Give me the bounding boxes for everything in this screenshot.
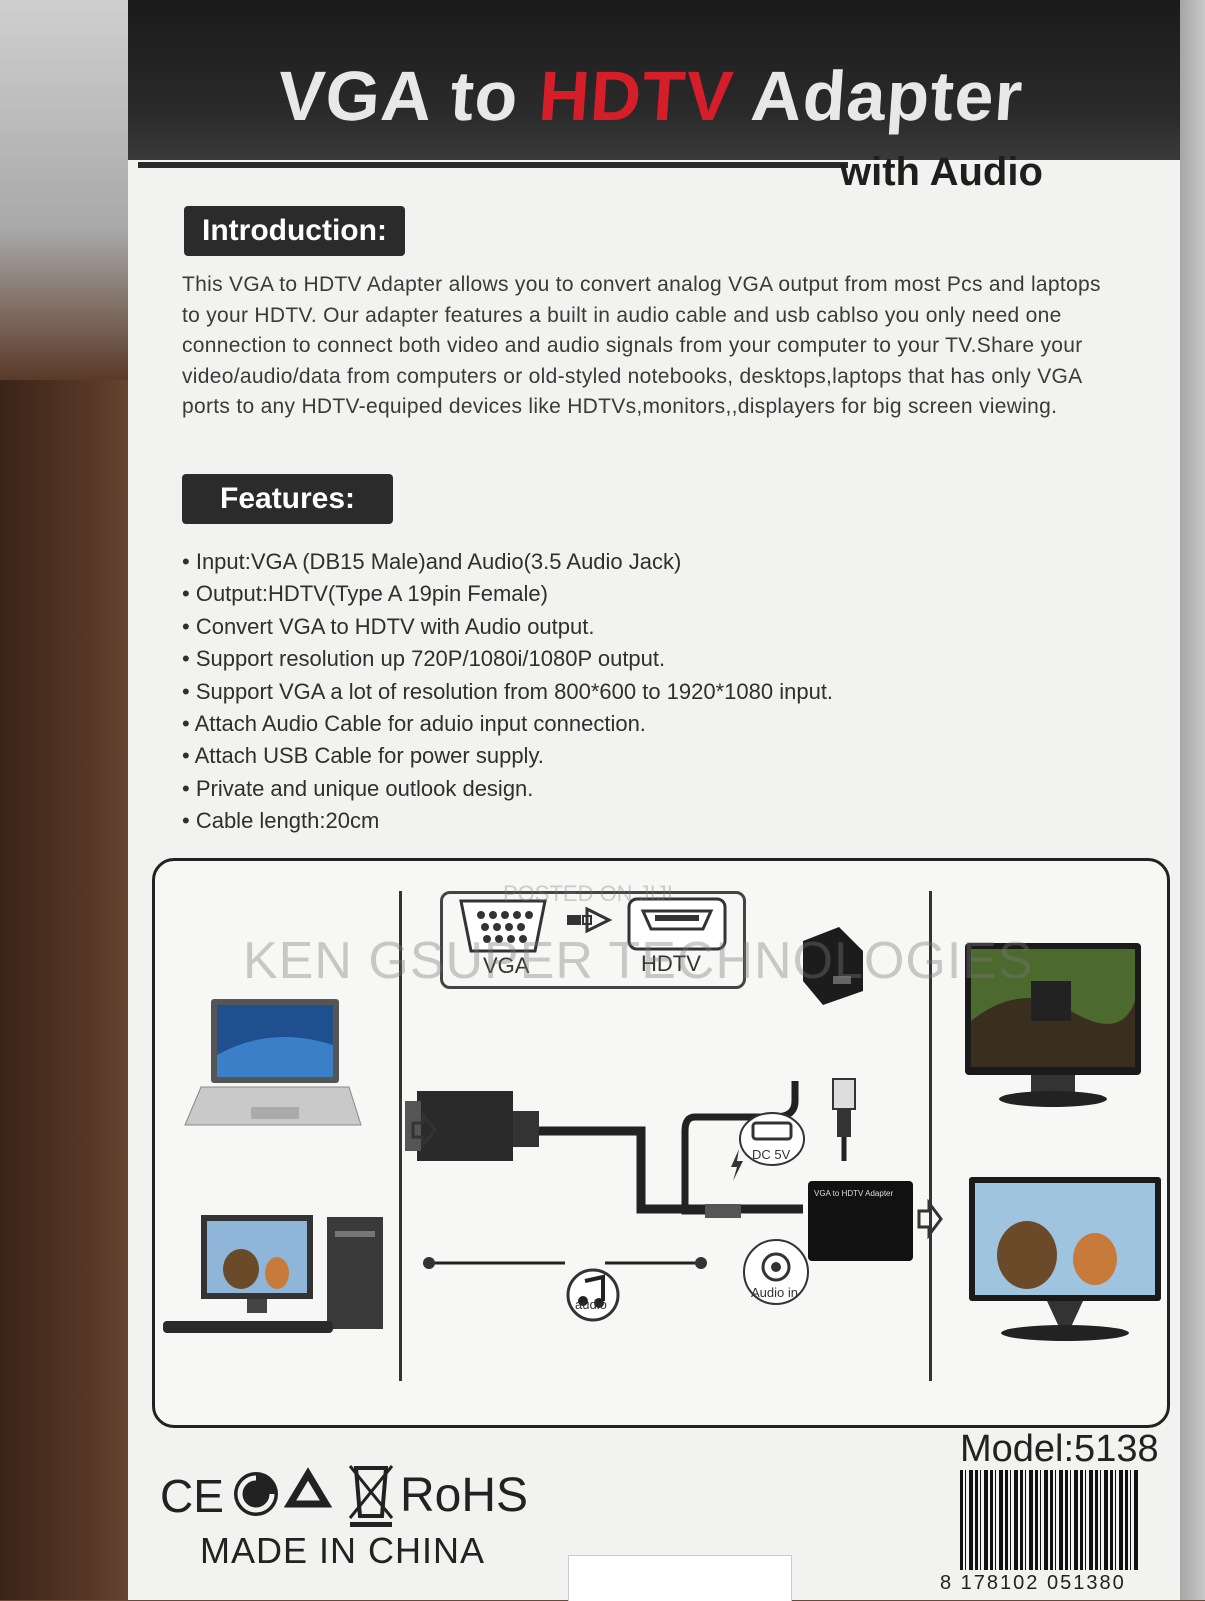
feature-item: Input:VGA (DB15 Male)and Audio(3.5 Audio… <box>182 546 833 578</box>
feature-item: Output:HDTV(Type A 19pin Female) <box>182 578 833 610</box>
seller-watermark: KEN GSUPER TECHNOLOGIES <box>243 932 1034 990</box>
usb-power-adapter-icon <box>803 927 863 1161</box>
vga-port-icon <box>459 899 547 953</box>
input-arrow-icon <box>411 1113 437 1147</box>
desktop-computer-icon <box>163 1215 383 1333</box>
rohs-mark: RoHS <box>400 1469 529 1522</box>
feature-item: Attach Audio Cable for aduio input conne… <box>182 708 833 740</box>
dc-5v-label: DC 5V <box>752 1147 791 1162</box>
product-box-back: VGA to HDTV Adapter with Audio Introduct… <box>128 0 1180 1601</box>
box-tab <box>568 1555 792 1601</box>
hdtv-port-icon <box>627 897 727 951</box>
feature-item: Support resolution up 720P/1080i/1080P o… <box>182 643 833 675</box>
power-bolt-icon <box>731 1149 743 1181</box>
posted-watermark: POSTED ON JIJI <box>503 881 673 906</box>
barcode <box>960 1470 1138 1570</box>
music-note-icon <box>566 1268 620 1322</box>
diagram-divider-right <box>929 891 932 1381</box>
hdtv-monitor-icon <box>965 943 1141 1107</box>
title-adapter: Adapter <box>730 57 1026 135</box>
audio-in-label: Audio in <box>751 1285 798 1300</box>
feature-item: Support VGA a lot of resolution from 800… <box>182 676 833 708</box>
diagram-divider-left <box>399 891 402 1381</box>
feature-item: Attach USB Cable for power supply. <box>182 740 833 772</box>
made-in-label: MADE IN CHINA <box>200 1530 486 1571</box>
port-comparison-frame <box>440 891 746 989</box>
title-vga: VGA to <box>275 57 542 135</box>
audio-in-port-icon <box>743 1239 809 1305</box>
features-heading: Features: <box>182 474 394 524</box>
introduction-text: This VGA to HDTV Adapter allows you to c… <box>182 273 1101 418</box>
title-hdtv: HDTV <box>536 57 737 135</box>
vga-label: VGA <box>483 953 530 978</box>
feature-item: Private and unique outlook design. <box>182 773 833 805</box>
audio-label: audio <box>575 1297 607 1312</box>
model-number: Model:5138 <box>960 1428 1159 1470</box>
output-arrow-icon <box>917 1199 943 1239</box>
features-list: Input:VGA (DB15 Male)and Audio(3.5 Audio… <box>182 546 833 838</box>
tv-monitor-icon <box>969 1177 1161 1341</box>
arrow-right-icon <box>567 906 613 934</box>
svg-text:CE: CE <box>160 1470 224 1522</box>
connection-diagram: VGA HDTV <box>152 858 1170 1428</box>
hdtv-label: HDTV <box>641 951 701 976</box>
laptop-icon <box>184 999 362 1126</box>
adapter-label: VGA to HDTV Adapter <box>814 1189 894 1198</box>
adapter-device: VGA to HDTV Adapter <box>808 1181 913 1261</box>
product-subtitle: with Audio <box>840 150 1043 194</box>
barcode-digits: 8 178102 051380 <box>940 1572 1126 1594</box>
product-title: VGA to HDTV Adapter <box>275 56 1026 136</box>
feature-item: Cable length:20cm <box>182 805 833 837</box>
dc-port-bubble <box>739 1112 805 1166</box>
title-rule <box>138 162 848 168</box>
header-band: VGA to HDTV Adapter <box>128 0 1180 160</box>
certification-marks-icon: CE <box>160 1465 394 1527</box>
introduction-heading: Introduction: <box>184 206 405 256</box>
feature-item: Convert VGA to HDTV with Audio output. <box>182 611 833 643</box>
